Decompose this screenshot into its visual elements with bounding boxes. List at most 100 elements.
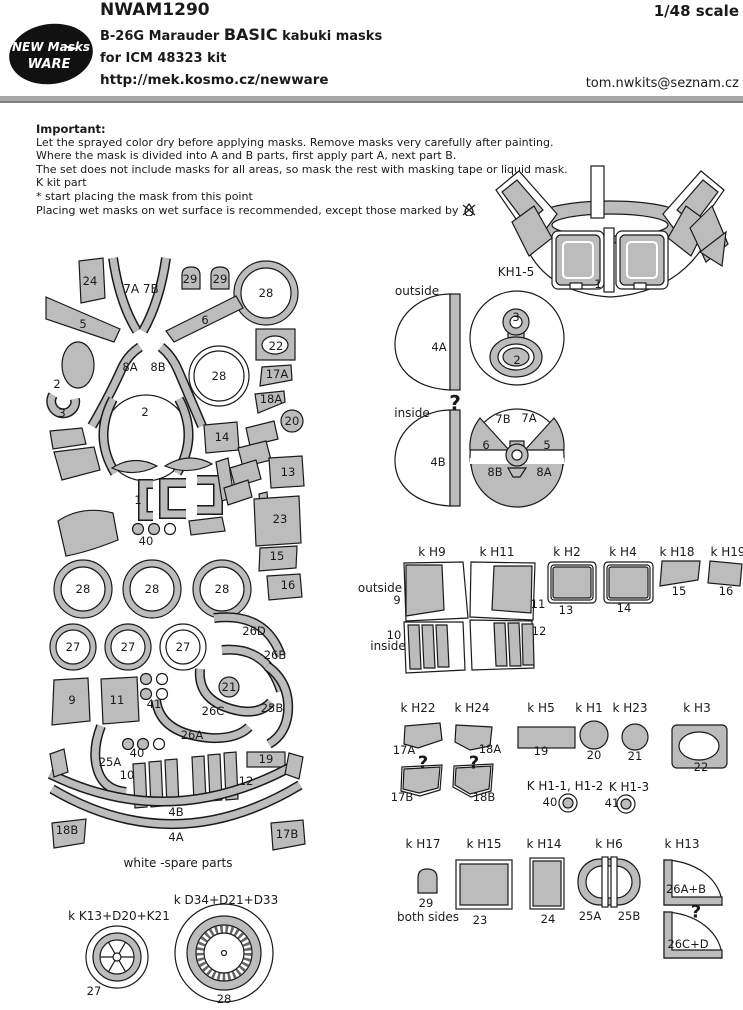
label-table1-inside: inside	[370, 639, 406, 653]
label-table2-k-h22: k H22	[400, 701, 436, 715]
label-table3-k-h14: k H14	[526, 837, 562, 851]
label-left_sheet-25b: 25B	[260, 701, 284, 715]
label-table1-15: 15	[671, 584, 687, 598]
label-left_sheet-27: 27	[175, 640, 191, 654]
label-left_sheet-26d: 26D	[242, 624, 266, 638]
label-right_views--: ?	[449, 391, 461, 415]
label-table3-both-sides: both sides	[397, 910, 459, 924]
label-table1-outside: outside	[357, 581, 403, 595]
label-right_views-2: 2	[513, 353, 521, 367]
label-table2-k-h1-1-h1-2: K H1-1, H1-2	[526, 779, 604, 793]
label-left_sheet-15: 15	[269, 549, 285, 563]
label-left_sheet-17b: 17B	[275, 827, 299, 841]
label-table1-16: 16	[718, 584, 734, 598]
window-masks-row1	[403, 560, 743, 674]
label-wheels-k-k13+d20+k21: k K13+D20+K21	[68, 909, 170, 923]
label-right_views-outside: outside	[394, 284, 440, 298]
label-table1-k-h11: k H11	[479, 545, 515, 559]
small-masks-row3	[417, 856, 723, 959]
label-table3-k-h13: k H13	[664, 837, 700, 851]
label-left_sheet-8b: 8B	[150, 360, 166, 374]
label-right_views-8a: 8A	[536, 465, 552, 479]
label-table2-k-h24: k H24	[454, 701, 490, 715]
label-left_sheet-6: 6	[201, 313, 209, 327]
label-left_sheet-27: 27	[120, 640, 136, 654]
label-table3--: ?	[690, 901, 702, 923]
label-table3-24: 24	[540, 912, 556, 926]
label-left_sheet-12: 12	[238, 774, 254, 788]
label-table2--: ?	[468, 752, 480, 774]
label-table1-k-h9: k H9	[418, 545, 446, 559]
important-line: Let the sprayed color dry before applyin…	[36, 136, 554, 150]
label-left_sheet-26c: 26C	[201, 704, 225, 718]
newware-logo: NEW Masks WARE	[9, 23, 93, 85]
label-table1-11: 11	[530, 597, 546, 611]
label-table1-k-h4: k H4	[609, 545, 637, 559]
logo-text-line1: NEW Masks	[12, 40, 90, 54]
label-wheels-27: 27	[86, 984, 102, 998]
label-table1-k-h19: k H19	[710, 545, 743, 559]
label-left_sheet-2: 2	[53, 377, 61, 391]
label-table1-13: 13	[558, 603, 574, 617]
logo-oval	[9, 23, 93, 85]
label-right_views-7b: 7B	[495, 412, 511, 426]
label-table2-41: 41	[604, 796, 620, 810]
label-table1-k-h2: k H2	[553, 545, 581, 559]
product-code: NWAM1290	[100, 0, 210, 20]
website-url: http://mek.kosmo.cz/newware	[100, 72, 329, 88]
label-table2--: ?	[417, 752, 429, 774]
label-left_sheet-10: 10	[119, 768, 135, 782]
label-canopy-1: 1	[594, 277, 602, 291]
canopy-diagram	[495, 165, 729, 298]
label-left_sheet-13: 13	[280, 465, 296, 479]
label-right_views-4b: 4B	[430, 455, 446, 469]
label-table2-18a: 18A	[478, 742, 502, 756]
label-right_views-6: 6	[482, 438, 490, 452]
label-table2-20: 20	[586, 748, 602, 762]
important-line: The set does not include masks for all a…	[36, 162, 568, 176]
label-right_views-8b: 8B	[487, 465, 503, 479]
label-table2-k-h23: k H23	[612, 701, 648, 715]
label-table3-k-h6: k H6	[595, 837, 623, 851]
label-table1-12: 12	[531, 624, 547, 638]
important-heading: Important:	[36, 122, 106, 136]
label-table2-k-h1-3: K H1-3	[608, 780, 650, 794]
label-left_sheet-22: 22	[268, 339, 284, 353]
label-left_sheet-21: 21	[221, 680, 237, 694]
label-left_sheet-1: 1	[134, 493, 142, 507]
label-right_views-4a: 4A	[431, 340, 447, 354]
label-table3-23: 23	[472, 913, 488, 927]
important-line: Where the mask is divided into A and B p…	[36, 149, 457, 163]
product-title: B-26G Marauder BASIC kabuki masks	[100, 27, 383, 44]
label-left_sheet-41: 41	[146, 697, 162, 711]
label-left_sheet-4b: 4B	[168, 805, 184, 819]
label-left_sheet-28: 28	[144, 582, 160, 596]
label-left_sheet-2: 2	[141, 405, 149, 419]
label-left_sheet-26b: 26B	[263, 648, 287, 662]
title-post: kabuki masks	[277, 29, 383, 44]
logo-arrow-icon	[63, 45, 77, 51]
label-left_sheet-14: 14	[214, 430, 230, 444]
wheel-masks	[85, 903, 274, 1003]
label-table2-k-h3: k H3	[683, 701, 711, 715]
label-left_sheet-29: 29	[212, 272, 228, 286]
kit-subtitle: for ICM 48323 kit	[100, 51, 227, 66]
label-table2-40: 40	[542, 795, 558, 809]
label-table2-k-h5: k H5	[527, 701, 555, 715]
label-left_sheet-3: 3	[58, 406, 66, 420]
label-table2-k-h1: k H1	[575, 701, 603, 715]
label-left_sheet-18b: 18B	[55, 823, 79, 837]
label-left_sheet-40: 40	[129, 746, 145, 760]
label-wheels-28: 28	[216, 992, 232, 1006]
spinner-views-diagram	[394, 290, 565, 508]
header-divider	[0, 96, 743, 103]
label-table2-19: 19	[533, 744, 549, 758]
label-left_sheet-27: 27	[65, 640, 81, 654]
label-left_sheet-5: 5	[79, 317, 87, 331]
label-canopy-kh1-5: KH1-5	[497, 265, 535, 279]
important-note: Important: Let the sprayed color dry bef…	[36, 122, 568, 217]
label-left_sheet-23: 23	[272, 512, 288, 526]
label-table1-k-h18: k H18	[659, 545, 695, 559]
important-line: K kit part	[36, 176, 87, 190]
